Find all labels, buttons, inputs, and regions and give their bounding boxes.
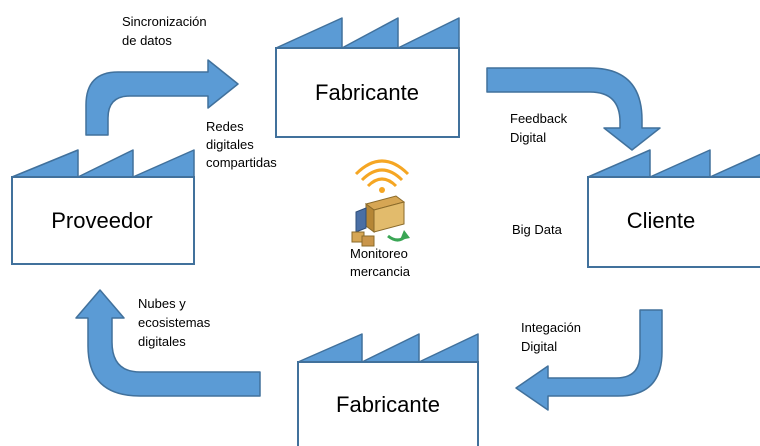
curved-arrow-icon	[486, 67, 661, 151]
annotation-sincronizacion: Sincronización de datos	[122, 14, 210, 48]
factory-icon	[587, 149, 760, 268]
curved-arrow-icon	[515, 309, 663, 411]
factory-icon	[11, 149, 195, 265]
annotation-redes: Redes digitales compartidas	[206, 119, 277, 170]
wifi-truck-boxes-icon	[351, 159, 410, 247]
factory-icon	[275, 17, 460, 138]
annotation-nubes: Nubes y ecosistemas digitales	[138, 296, 214, 349]
node-fabricante-bottom: Fabricante	[336, 392, 440, 417]
curved-arrow-icon	[85, 59, 239, 136]
annotation-big-data: Big Data	[512, 222, 563, 237]
curved-arrow-icon	[75, 289, 261, 397]
node-proveedor: Proveedor	[51, 208, 153, 233]
node-cliente: Cliente	[627, 208, 695, 233]
factory-icon	[297, 333, 479, 446]
annotation-integacion: Integación Digital	[521, 320, 585, 354]
node-fabricante-top: Fabricante	[315, 80, 419, 105]
annotation-monitoreo: Monitoreo mercancia	[350, 246, 411, 279]
annotation-feedback: Feedback Digital	[510, 111, 571, 145]
